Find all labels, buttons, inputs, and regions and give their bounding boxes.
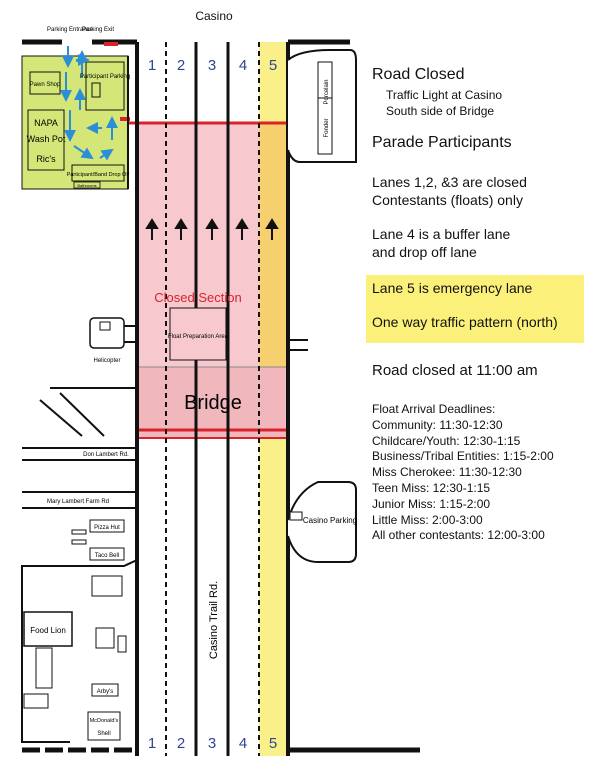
store-box-3: [117, 635, 127, 653]
band-dropoff-label: Participant/Band Drop Off: [67, 172, 130, 178]
napa-label: NAPA: [34, 118, 58, 128]
lane-number-bottom-5: 5: [269, 735, 277, 752]
lane4-line-2: and drop off lane: [372, 244, 477, 260]
north-arrows: [145, 218, 279, 240]
participant-parking-building: [85, 61, 125, 111]
lane5-emergency-text: Lane 5 is emergency lane: [372, 280, 533, 296]
bathrooms-label: Bathrooms: [77, 183, 96, 188]
mary-lambert-label: Mary Lambert Farm Rd: [47, 499, 109, 505]
taco-bell-building: [89, 547, 125, 561]
casino-parking-gate-1: [289, 511, 303, 521]
lane-number-bottom-3: 3: [208, 735, 216, 752]
north-arrow-lane3: [205, 218, 219, 240]
lane-number-bottom-4: 4: [239, 735, 247, 752]
shell-label: Shell: [97, 731, 110, 737]
casino-parking-lot: [287, 481, 357, 563]
deadline-item: Teen Miss: 12:30-1:15: [372, 480, 491, 495]
parking-exit-label: Parking Exit: [82, 27, 114, 33]
closed-section-lane5: [259, 123, 286, 367]
fonder-label: Fonder: [324, 118, 330, 137]
deadline-item: Little Miss: 2:00-3:00: [372, 512, 483, 527]
pizza-hut-label: Pizza Hut: [94, 525, 120, 531]
helicopter-building: [89, 317, 125, 349]
food-lion-lot: [21, 559, 138, 743]
north-arrow-lane5: [265, 218, 279, 240]
lane-number-top-5: 5: [269, 57, 277, 74]
lane-number-top-3: 3: [208, 57, 216, 74]
bridge-area: [138, 367, 286, 437]
north-arrow-lane2: [174, 218, 188, 240]
fonder-building: [317, 97, 333, 155]
deadline-item: Miss Cherokee: 11:30-12:30: [372, 465, 522, 480]
deadlines-block: Float Arrival Deadlines: Community: 11:3…: [372, 402, 554, 544]
deadline-item: Business/Tribal Entities: 1:15-2:00: [372, 449, 554, 464]
participant-parking-label: Participant Parking: [80, 74, 130, 80]
lane4-line-1: Lane 4 is a buffer lane: [372, 226, 511, 242]
lane-number-top-2: 2: [177, 57, 185, 74]
parking-flow-arrows: [60, 46, 118, 161]
lanes-closed-line-1: Lanes 1,2, &3 are closed: [372, 174, 527, 190]
deadline-item: Junior Miss: 1:15-2:00: [372, 496, 491, 511]
lanes-closed-line-2: Contestants (floats) only: [372, 192, 523, 208]
bathrooms-building: [73, 181, 101, 189]
strip-lot-1: [71, 529, 87, 535]
parade-participants-heading: Parade Participants: [372, 134, 512, 151]
taco-bell-label: Taco Bell: [95, 553, 119, 559]
mcdonalds-building: [87, 711, 121, 741]
traffic-light-line-1: Traffic Light at Casino: [386, 88, 503, 102]
don-lambert-label: Don Lambert Rd.: [83, 452, 129, 458]
store-box-1: [91, 575, 123, 597]
emergency-highlight-box: [366, 275, 584, 343]
helicopter-building-notch: [99, 321, 111, 331]
closed-section-label: Closed Section: [154, 290, 241, 305]
pawn-shop-building: [29, 71, 61, 95]
deadline-item: Childcare/Youth: 12:30-1:15: [372, 433, 521, 448]
bridge-label: Bridge: [184, 392, 242, 414]
parking-south-marker: [120, 117, 130, 121]
lane-number-bottom-2: 2: [177, 735, 185, 752]
diagonal-road-3: [59, 392, 105, 437]
lane-number-bottom-1: 1: [148, 735, 156, 752]
lane-number-top-1: 1: [148, 57, 156, 74]
deadline-item: Community: 11:30-12:30: [372, 417, 503, 432]
food-lion-annex: [35, 647, 53, 689]
float-prep-box: [169, 307, 227, 361]
traffic-light-line-2: South side of Bridge: [386, 104, 495, 118]
lane-number-top-4: 4: [239, 57, 247, 74]
food-lion-label: Food Lion: [30, 626, 66, 635]
small-shed: [91, 82, 101, 98]
strip-lot-2: [71, 539, 87, 545]
deadlines-title: Float Arrival Deadlines:: [372, 402, 496, 416]
arbys-label: Arby's: [97, 689, 113, 695]
pizza-hut-building: [89, 519, 125, 533]
wash-pot-label: Wash Pot: [27, 134, 66, 144]
north-arrow-lane1: [145, 218, 159, 240]
rics-label: Ric's: [36, 154, 56, 164]
store-box-2: [95, 627, 115, 649]
casino-parking-label: Casino Parking: [303, 516, 357, 525]
one-way-text: One way traffic pattern (north): [372, 314, 558, 330]
parking-exit-marker: [104, 42, 118, 46]
shell-box: [23, 693, 49, 709]
dropoff-building: [71, 164, 125, 182]
food-lion-building: [23, 611, 73, 647]
float-prep-label: Float Preparation Area: [168, 334, 229, 340]
helicopter-label: Helicopter: [93, 358, 120, 364]
napa-washpot-building: [27, 109, 65, 171]
arbys-building: [91, 683, 119, 697]
porcelain-label: Porcelain: [324, 79, 330, 104]
parking-entrance-label: Parking Entrance: [47, 27, 94, 33]
map-title-casino: Casino: [195, 9, 233, 23]
road-closed-time: Road closed at 11:00 am: [372, 362, 538, 379]
north-arrow-lane4: [235, 218, 249, 240]
road-closed-heading: Road Closed: [372, 66, 465, 83]
casino-trail-road-label: Casino Trail Rd.: [208, 581, 220, 659]
deadline-item: All other contestants: 12:00-3:00: [372, 528, 545, 543]
pawn-shop-label: Pawn Shop: [30, 82, 61, 88]
diagonal-road-2: [39, 399, 83, 437]
mcdonalds-label: McDonald's: [90, 718, 119, 724]
